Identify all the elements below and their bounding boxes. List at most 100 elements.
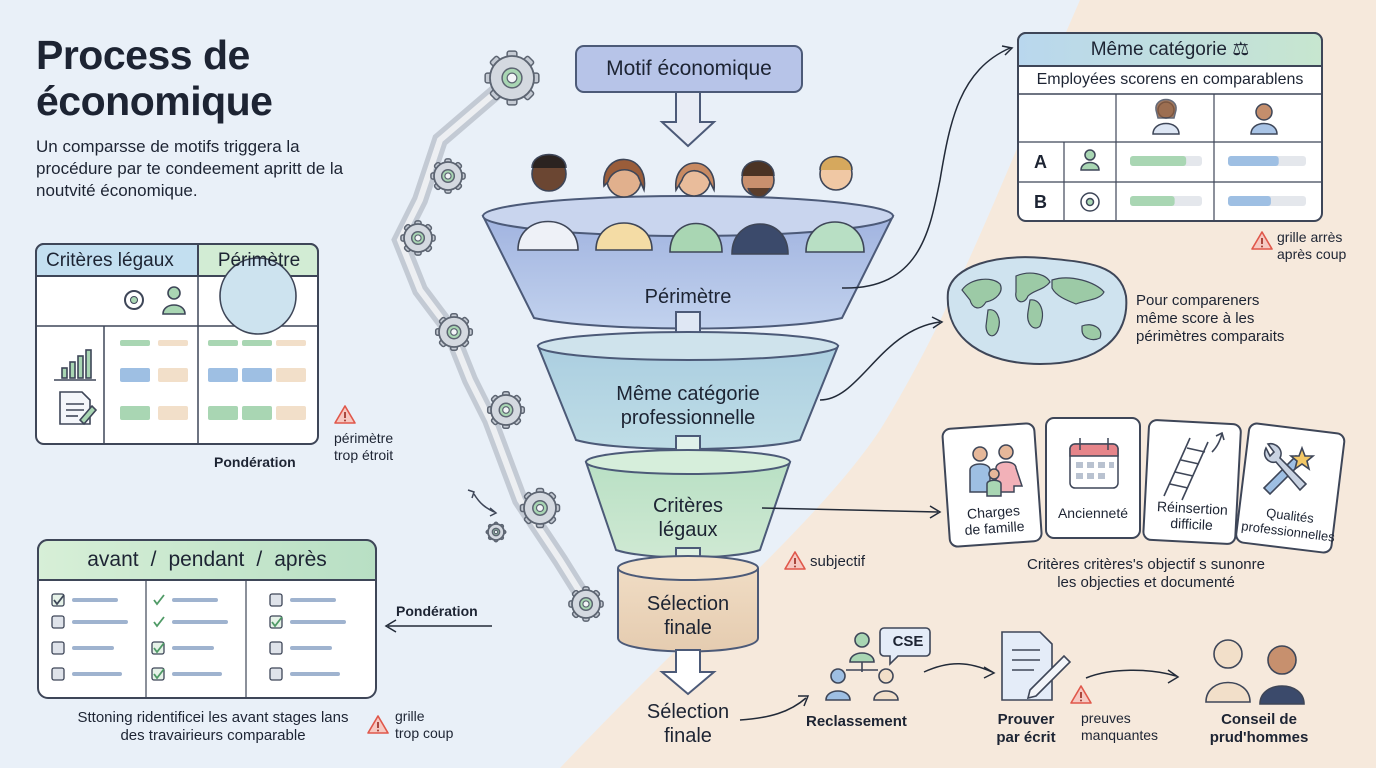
timeline-ponderation-label: Pondération — [396, 603, 478, 619]
funnel — [481, 45, 895, 696]
page-subtitle: Un comparsse de motifs triggera la procé… — [36, 137, 344, 200]
check-icon — [153, 616, 165, 628]
rotate-arrows-icon — [467, 489, 498, 517]
warning-icon — [784, 551, 806, 570]
compare-bars — [1130, 156, 1306, 206]
world-map — [946, 256, 1128, 366]
row-label-b: B — [1034, 192, 1047, 212]
table-cell-bar — [158, 340, 188, 346]
conseil-label: Conseil de prud'hommes — [1209, 711, 1309, 746]
reclassement-people-icon — [825, 632, 899, 701]
warning-text-subjectif: subjectif — [810, 553, 866, 570]
criteria-caption: Critères critères's objectif s sunonre l… — [1027, 556, 1265, 591]
person-icon — [1084, 149, 1096, 161]
compare-title: Même catégorie ⚖ — [1018, 38, 1322, 61]
table-cell-bar — [276, 368, 306, 382]
timeline-apres: après — [274, 548, 327, 571]
globe-icon — [219, 257, 297, 335]
warning-text-perimetre: périmètre trop étroit — [334, 430, 394, 463]
connectors — [384, 45, 1180, 721]
green-score-bar — [1130, 196, 1175, 206]
tools-icon — [1262, 442, 1316, 496]
blue-score-bar — [1228, 156, 1279, 166]
criteria-card-anciennete: Ancienneté — [1057, 505, 1129, 521]
gear-icon — [568, 586, 604, 622]
warnings — [334, 231, 1273, 734]
bottom-flow — [825, 627, 1305, 705]
page-title: Process de économique — [36, 32, 273, 124]
timeline-caption: Sttoning ridentificei les avant stages l… — [77, 709, 349, 744]
check-icon — [153, 594, 165, 606]
table-cell-bar — [120, 340, 150, 346]
table-cell-bar — [208, 340, 238, 346]
gear-icon — [400, 220, 436, 256]
checkbox — [151, 641, 165, 655]
ladder-icon — [1163, 431, 1225, 501]
checkbox — [269, 641, 283, 655]
stage-categorie-label: Même catégorie professionnelle — [616, 383, 760, 429]
warning-icon — [1251, 231, 1273, 250]
gear-icon — [124, 290, 144, 310]
gear-icon — [486, 390, 526, 430]
bar-chart-icon — [54, 349, 96, 381]
check-icon — [153, 642, 165, 654]
list-line — [172, 620, 228, 624]
table-cell-bar — [208, 406, 238, 420]
employees-illustration — [517, 153, 865, 255]
warning-icon — [334, 405, 356, 424]
gear-icon — [519, 487, 561, 529]
compare-card — [1017, 32, 1323, 222]
warning-text-preuves: preuves manquantes — [1081, 710, 1159, 743]
stage-selection-label: Sélection finale — [646, 593, 730, 639]
reclassement-label: Reclassement — [806, 713, 907, 730]
gear-icon — [484, 50, 540, 106]
motif-label: Motif économique — [606, 57, 772, 80]
stage-criteres-label: Critères légaux — [652, 495, 723, 541]
list-line — [290, 672, 340, 676]
check-icon — [53, 594, 65, 606]
table-cell-bar — [208, 368, 238, 382]
check-icon — [153, 668, 165, 680]
gears — [400, 50, 604, 622]
checkbox — [269, 667, 283, 681]
checkbox — [51, 615, 65, 629]
checkbox — [151, 667, 165, 681]
criteria-card-bars — [120, 340, 306, 420]
table-cell-bar — [158, 368, 188, 382]
checkbox — [51, 641, 65, 655]
checkbox — [269, 593, 283, 607]
table-cell-bar — [276, 406, 306, 420]
list-line — [290, 646, 332, 650]
list-line — [172, 672, 222, 676]
warning-icon — [367, 715, 389, 734]
checkbox — [51, 593, 65, 607]
criteria-card-charges: Charges de famille — [964, 502, 1025, 539]
table-cell-bar — [276, 340, 306, 346]
list-line — [172, 598, 218, 602]
criteria-cards — [941, 417, 1346, 554]
family-icon — [969, 444, 1024, 497]
warning-icon — [1070, 685, 1092, 704]
judges-icon — [1205, 639, 1305, 705]
check-icon — [271, 616, 283, 628]
prouver-label: Prouver par écrit — [996, 711, 1056, 746]
checkbox — [51, 667, 65, 681]
timeline-avant: avant — [87, 548, 139, 571]
timeline-header: avant / pendant / après — [38, 548, 376, 572]
checkbox — [269, 615, 283, 629]
person-icon — [167, 286, 181, 300]
list-line — [172, 646, 214, 650]
timeline-sep-1: / — [150, 548, 157, 571]
list-line — [290, 598, 336, 602]
compare-title-text: Même catégorie — [1090, 39, 1227, 60]
calendar-icon — [1069, 438, 1119, 489]
table-cell-bar — [242, 368, 272, 382]
scale-icon: ⚖ — [1232, 39, 1250, 60]
perimetre-header: Périmètre — [217, 250, 301, 271]
warning-text-grille-arres: grille arrès après coup — [1277, 229, 1347, 262]
ponderation-label: Pondération — [214, 454, 296, 470]
timeline-checklists — [51, 593, 346, 681]
timeline-sep-2: / — [256, 548, 263, 571]
speech-bubble-icon — [879, 627, 931, 666]
